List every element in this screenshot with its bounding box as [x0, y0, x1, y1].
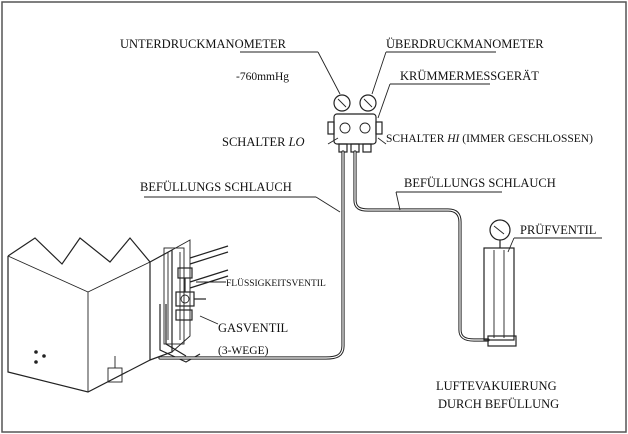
label-ueberdruckmanometer: ÜBERDRUCKMANOMETER: [386, 37, 544, 51]
label-unterdruckmanometer: UNTERDRUCKMANOMETER: [120, 37, 287, 51]
label-kruemmermessgeraet: KRÜMMERMESSGERÄT: [400, 69, 539, 83]
leader-lines: [144, 51, 602, 325]
label-befuellungs-schlauch-left: BEFÜLLUNGS SCHLAUCH: [140, 180, 292, 194]
label-vacuum-value: -760mmHg: [236, 71, 289, 83]
label-luftevakuierung-line2: DURCH BEFÜLLUNG: [438, 397, 559, 411]
label-gasventil: GASVENTIL: [218, 321, 288, 335]
outdoor-unit: [7, 237, 229, 393]
label-schalter-hi: SCHALTER HI (IMMER GESCHLOSSEN): [386, 133, 593, 145]
label-pruefventil: PRÜFVENTIL: [520, 223, 596, 237]
charging-hoses: [158, 150, 490, 360]
label-gasventil-sub: (3-WEGE): [218, 345, 269, 357]
label-befuellungs-schlauch-right: BEFÜLLUNGS SCHLAUCH: [404, 176, 556, 190]
manifold-gauge: [327, 94, 383, 153]
label-luftevakuierung-line1: LUFTEVAKUIERUNG: [436, 379, 557, 393]
label-schalter-lo: SCHALTER LO: [222, 135, 305, 149]
vacuum-pump: [483, 219, 517, 347]
label-fluessigkeitsventil: FLÜSSIGKEITSVENTIL: [226, 277, 326, 289]
